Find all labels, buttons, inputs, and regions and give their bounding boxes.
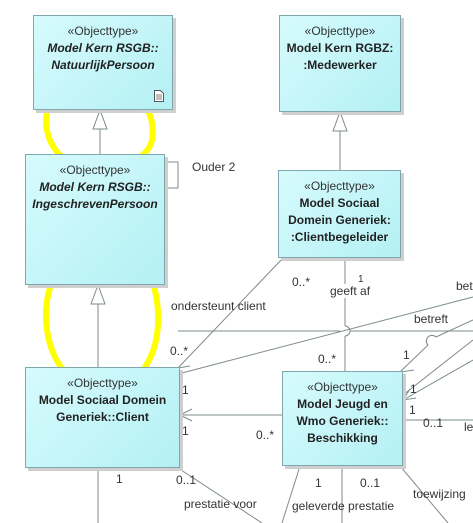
- role-label-ouder2: Ouder 2: [192, 160, 236, 174]
- association-beschikking-right-3: [402, 339, 473, 396]
- association-geeft-af-hop: [344, 325, 351, 337]
- association-prestatie-voor: [177, 467, 263, 523]
- stereotype-label: «Objecttype»: [59, 163, 131, 177]
- generalization-arrow-natuurlijk: [92, 108, 108, 130]
- association-beschikking-bottom-left: [281, 465, 301, 523]
- class-clientbegeleider[interactable]: «Objecttype» Model Sociaal Domein Generi…: [278, 170, 401, 258]
- multiplicity-label: 1: [358, 274, 364, 285]
- class-beschikking[interactable]: «Objecttype» Model Jeugd en Wmo Generiek…: [282, 371, 403, 466]
- association-toewijzing: [399, 465, 449, 523]
- multiplicity-label: 1: [315, 476, 322, 490]
- stereotype-label: «Objecttype»: [67, 24, 139, 38]
- multiplicity-label: 0..*: [170, 344, 189, 358]
- multiplicity-label: 0..1: [423, 416, 444, 430]
- class-ingeschreven-persoon[interactable]: «Objecttype» Model Kern RSGB:: Ingeschre…: [25, 154, 165, 285]
- association-label-ondersteunt-client: ondersteunt client: [171, 299, 266, 313]
- document-icon: [154, 90, 164, 102]
- stereotype-label: «Objecttype»: [304, 24, 376, 38]
- class-name-line-1: Model Sociaal Domein: [38, 393, 167, 407]
- class-name-line-1: Model Kern RSGB::: [39, 180, 151, 194]
- association-ouder2: [165, 161, 179, 189]
- association-beschikking-right-1: [402, 359, 473, 401]
- multiplicity-label: 0..1: [360, 476, 381, 490]
- association-label-geeft-af: geeft af: [330, 284, 371, 298]
- arrowhead-right-1: [401, 388, 417, 401]
- stereotype-label: «Objecttype»: [307, 380, 378, 394]
- class-name-line-1: Model Sociaal: [299, 196, 380, 210]
- class-name-line-1: Model Jeugd en: [297, 397, 388, 411]
- multiplicity-label: 1: [116, 472, 123, 486]
- class-name-line-2: IngeschrevenPersoon: [32, 197, 158, 211]
- multiplicity-label: 1: [403, 348, 410, 362]
- association-betreft: [399, 319, 473, 373]
- multiplicity-label: 0..*: [292, 275, 311, 289]
- class-name-line-2: NatuurlijkPersoon: [51, 58, 155, 72]
- class-name-line-3: :Clientbegeleider: [290, 230, 389, 244]
- class-natuurlijk-persoon[interactable]: «Objecttype» Model Kern RSGB:: Natuurlij…: [33, 15, 173, 110]
- generalization-arrow-ingeschreven: [90, 283, 106, 305]
- multiplicity-label: 0..*: [256, 428, 275, 442]
- association-label-le: le: [464, 420, 473, 434]
- stereotype-label: «Objecttype»: [67, 376, 138, 390]
- class-client[interactable]: «Objecttype» Model Sociaal Domein Generi…: [25, 367, 180, 468]
- association-label-bet: bet: [456, 279, 473, 293]
- multiplicity-label: 0..1: [176, 473, 197, 487]
- class-name-line-3: Beschikking: [307, 431, 378, 445]
- class-name-line-2: Wmo Generiek::: [296, 414, 389, 428]
- class-name-line-2: Generiek::Client: [56, 410, 149, 424]
- association-label-prestatie-voor: prestatie voor: [184, 497, 257, 511]
- association-bet: [177, 296, 473, 375]
- association-label-geleverde-prestatie: geleverde prestatie: [292, 499, 395, 513]
- association-ondersteunt-client: [177, 257, 284, 369]
- multiplicity-label: 1: [182, 383, 189, 397]
- arrowhead-client-beschikking: [178, 408, 193, 422]
- association-label-toewijzing: toewijzing: [413, 487, 466, 501]
- class-name-line-2: :Medewerker: [303, 58, 377, 72]
- class-name-line-1: Model Kern RSGB::: [47, 41, 159, 55]
- stereotype-label: «Objecttype»: [304, 179, 375, 193]
- multiplicity-label: 1: [410, 382, 417, 396]
- class-medewerker[interactable]: «Objecttype» Model Kern RGBZ: :Medewerke…: [279, 15, 401, 112]
- multiplicity-label: 1: [182, 424, 189, 438]
- class-name-line-1: Model Kern RGBZ:: [286, 41, 394, 55]
- association-label-betreft: betreft: [414, 312, 449, 326]
- multiplicity-label: 0..*: [318, 352, 337, 366]
- generalization-arrow-medewerker: [332, 110, 348, 132]
- class-name-line-2: Domein Generiek:: [288, 213, 391, 227]
- multiplicity-label: 1: [409, 403, 416, 417]
